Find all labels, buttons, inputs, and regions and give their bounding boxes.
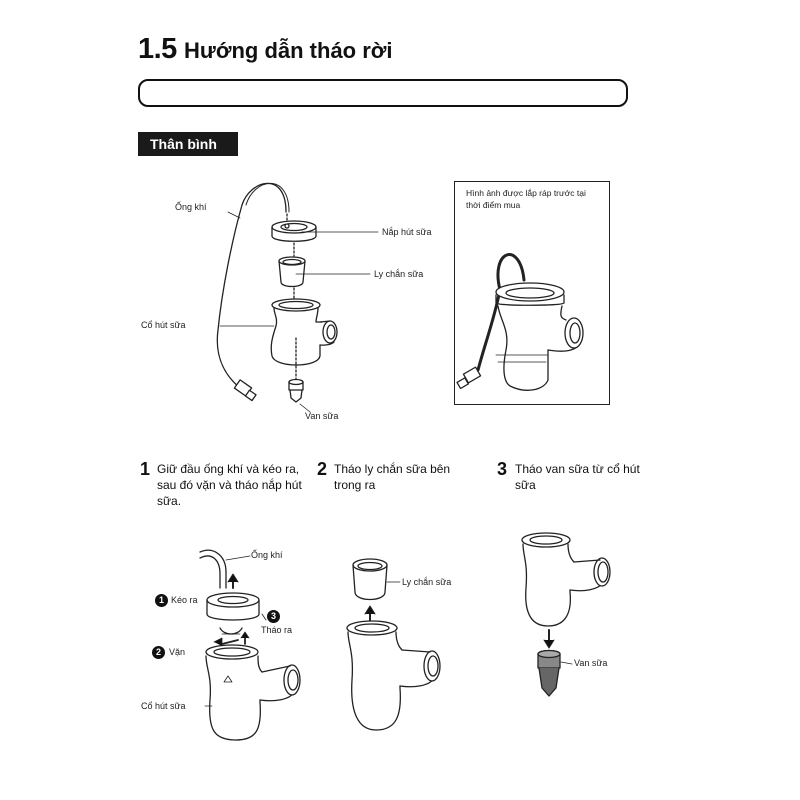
suction-neck-body xyxy=(270,298,338,366)
label-nap-hut-sua: Nắp hút sữa xyxy=(382,227,432,237)
step3-label-van-sua: Van sữa xyxy=(574,658,608,668)
step1-label-thao-ra: Tháo ra xyxy=(261,625,293,635)
milk-guard-cup xyxy=(278,256,306,288)
step1-badge-2: 2 xyxy=(152,646,165,659)
step1-badge-3: 3 xyxy=(267,610,280,623)
step2-number: 2 xyxy=(317,459,328,479)
step3-number: 3 xyxy=(497,459,508,479)
exploded-diagram xyxy=(216,182,379,413)
assembled-note: Hình ảnh được lắp ráp trước tại thời điể… xyxy=(466,188,586,210)
suction-cap xyxy=(271,220,317,242)
step1-label-ong-khi: Ống khí xyxy=(251,550,283,560)
step3-illustration xyxy=(521,532,611,697)
section-tag: Thân bình xyxy=(138,132,238,156)
assembled-preview-box xyxy=(454,181,610,405)
step1-text: Giữ đầu ống khí và kéo ra, sau đó vặn và… xyxy=(157,462,302,508)
milk-valve xyxy=(288,378,304,403)
step2-text: Tháo ly chắn sữa bên trong ra xyxy=(334,462,451,492)
air-tube xyxy=(216,182,287,389)
step1-label-co-hut-sua: Cổ hút sữa xyxy=(141,701,186,711)
step1-illustration xyxy=(199,549,301,741)
step1-badge-1: 1 xyxy=(155,594,168,607)
step1-label-keo-ra: Kéo ra xyxy=(171,595,198,605)
step1-number: 1 xyxy=(140,459,151,479)
label-ong-khi: Ống khí xyxy=(175,202,207,212)
label-ly-chan-sua: Ly chắn sữa xyxy=(374,269,424,279)
section-number: 1.5 xyxy=(138,33,177,65)
label-co-hut-sua: Cổ hút sữa xyxy=(141,320,186,330)
assembled-illustration xyxy=(456,253,584,391)
step3-text: Tháo van sữa từ cổ hút sữa xyxy=(515,462,640,492)
step2-label-ly-chan-sua: Ly chắn sữa xyxy=(402,577,452,587)
label-van-sua: Van sữa xyxy=(305,411,339,421)
rounded-banner xyxy=(138,79,628,107)
step1-label-van: Vặn xyxy=(169,647,186,657)
step2-illustration xyxy=(346,558,441,731)
section-title: Hướng dẫn tháo rời xyxy=(184,38,393,63)
